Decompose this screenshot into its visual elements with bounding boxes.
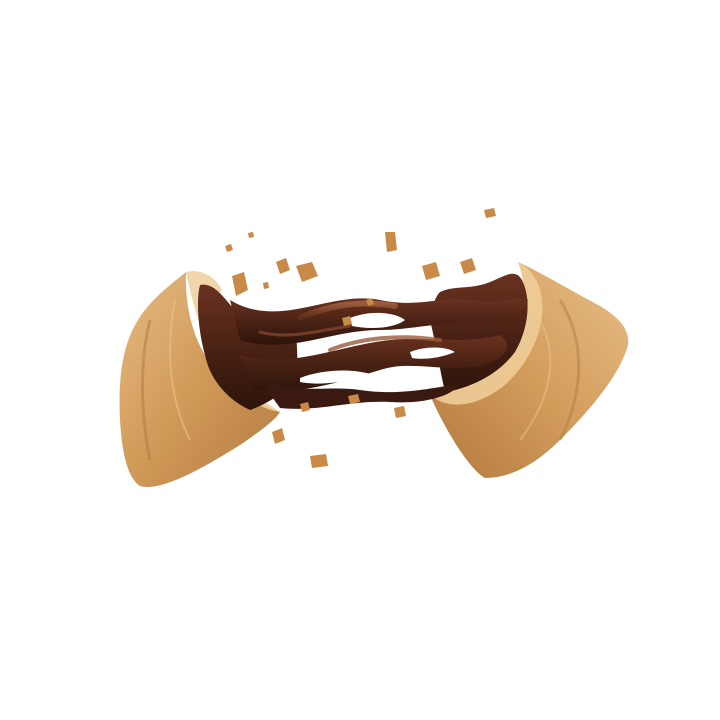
wafer-crumbs [225, 208, 496, 468]
right-wafer-half [430, 262, 629, 478]
chocolate-strands [230, 298, 528, 409]
